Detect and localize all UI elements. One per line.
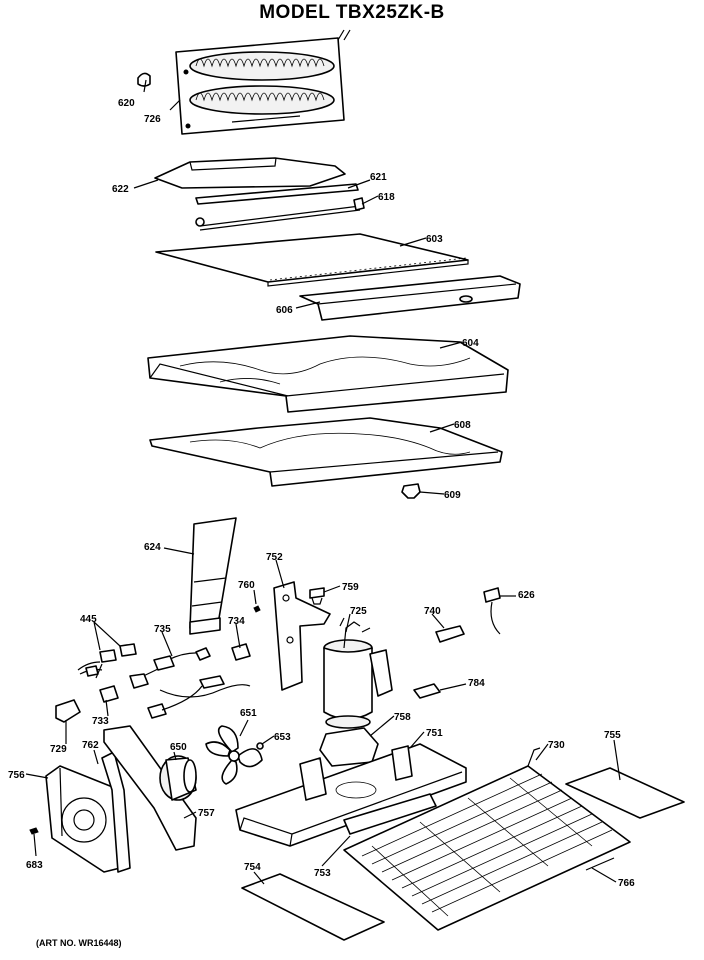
label-608: 608 bbox=[454, 420, 471, 431]
label-766: 766 bbox=[618, 878, 635, 889]
part-752-bracket bbox=[273, 581, 331, 691]
label-726: 726 bbox=[144, 114, 161, 125]
label-759: 759 bbox=[342, 582, 359, 593]
label-618: 618 bbox=[378, 192, 395, 203]
part-604-pan bbox=[147, 335, 509, 413]
label-784: 784 bbox=[468, 678, 485, 689]
label-756: 756 bbox=[8, 770, 25, 781]
part-608-drain-pan bbox=[149, 417, 503, 487]
part-751-base-pan bbox=[235, 743, 467, 847]
label-725: 725 bbox=[350, 606, 367, 617]
label-620: 620 bbox=[118, 98, 135, 109]
label-603: 603 bbox=[426, 234, 443, 245]
part-683-screw bbox=[29, 827, 39, 835]
label-753: 753 bbox=[314, 868, 331, 879]
part-758-mount bbox=[319, 727, 379, 767]
part-609-fitting bbox=[401, 483, 421, 499]
part-620 bbox=[137, 72, 151, 87]
label-734: 734 bbox=[228, 616, 245, 627]
label-609: 609 bbox=[444, 490, 461, 501]
label-730: 730 bbox=[548, 740, 565, 751]
label-604: 604 bbox=[462, 338, 479, 349]
part-760-screw bbox=[253, 605, 261, 613]
part-725-compressor bbox=[323, 617, 393, 729]
part-621-bar bbox=[195, 183, 359, 205]
part-766-panel bbox=[585, 857, 615, 871]
label-760: 760 bbox=[238, 580, 255, 591]
label-762: 762 bbox=[82, 740, 99, 751]
label-735: 735 bbox=[154, 624, 171, 635]
part-784 bbox=[413, 683, 441, 699]
part-734-plug bbox=[231, 643, 251, 661]
part-653-nut bbox=[256, 742, 264, 750]
label-754: 754 bbox=[244, 862, 261, 873]
part-603-plate bbox=[155, 233, 469, 287]
leader-lines bbox=[25, 79, 621, 885]
part-735-cord bbox=[129, 647, 251, 719]
part-759 bbox=[309, 587, 325, 605]
part-730-condenser bbox=[343, 747, 631, 931]
label-624: 624 bbox=[144, 542, 161, 553]
part-729 bbox=[55, 699, 81, 723]
part-622-cover bbox=[154, 157, 346, 189]
part-624-duct bbox=[189, 517, 237, 635]
part-726-evaporator bbox=[175, 29, 351, 135]
label-653: 653 bbox=[274, 732, 291, 743]
label-622: 622 bbox=[112, 184, 129, 195]
label-621: 621 bbox=[370, 172, 387, 183]
label-606: 606 bbox=[276, 305, 293, 316]
part-606-trim bbox=[299, 275, 521, 321]
label-752: 752 bbox=[266, 552, 283, 563]
part-445-harness bbox=[77, 643, 137, 679]
label-445: 445 bbox=[80, 614, 97, 625]
part-753-strip bbox=[343, 793, 437, 835]
label-651: 651 bbox=[240, 708, 257, 719]
part-labels: 620 726 622 621 618 603 606 604 608 609 … bbox=[8, 98, 635, 889]
part-626-thermostat bbox=[483, 587, 501, 635]
part-754-panel bbox=[241, 873, 385, 941]
label-757: 757 bbox=[198, 808, 215, 819]
label-733: 733 bbox=[92, 716, 109, 727]
part-650-fan-motor bbox=[159, 755, 197, 801]
part-618-rod bbox=[195, 197, 365, 231]
part-757-baffle bbox=[103, 725, 197, 851]
label-755: 755 bbox=[604, 730, 621, 741]
art-number: (ART NO. WR16448) bbox=[36, 938, 122, 948]
diagram-title: MODEL TBX25ZK-B bbox=[259, 2, 445, 23]
label-650: 650 bbox=[170, 742, 187, 753]
label-751: 751 bbox=[426, 728, 443, 739]
label-729: 729 bbox=[50, 744, 67, 755]
label-683: 683 bbox=[26, 860, 43, 871]
label-626: 626 bbox=[518, 590, 535, 601]
part-740 bbox=[435, 625, 465, 643]
part-733 bbox=[99, 685, 119, 703]
part-755-panel bbox=[565, 767, 685, 819]
part-651-fan-blade bbox=[205, 725, 263, 785]
label-740: 740 bbox=[424, 606, 441, 617]
label-758: 758 bbox=[394, 712, 411, 723]
